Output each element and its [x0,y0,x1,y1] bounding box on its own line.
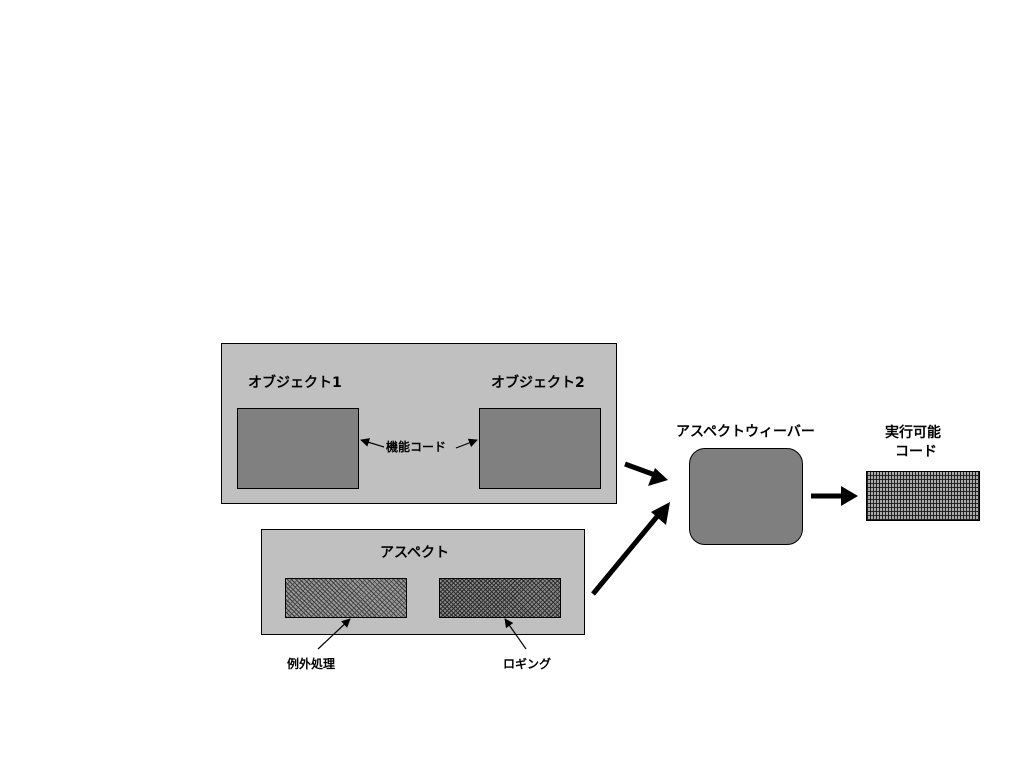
object2-label: オブジェクト2 [491,375,585,391]
objects-to-weaver-arrow [624,461,668,486]
aspect-to-weaver-arrow [591,502,670,596]
exception-handling-block [285,578,407,618]
object2-box [479,408,601,489]
logging-block [439,578,561,618]
object1-box [237,408,359,489]
aspect-weaver-label: アスペクトウィーバー [676,424,815,440]
aspect-title: アスペクト [380,545,450,561]
logging-label: ロギング [503,657,552,671]
executable-code-block [866,471,980,521]
exception-pointer-arrow [317,618,351,650]
functional-code-label: 機能コード [386,440,447,454]
exception-handling-label: 例外処理 [287,657,336,671]
logging-pointer-arrow [504,618,527,650]
executable-code-label-line1: 実行可能 [885,425,941,441]
weaver-to-executable-arrow [811,486,858,506]
functional-code-arrow-right [455,438,478,449]
object1-label: オブジェクト1 [248,375,342,391]
executable-code-label-line2: コード [895,444,937,460]
functional-code-arrow-left [360,438,385,448]
aspect-weaver-box [689,448,803,545]
